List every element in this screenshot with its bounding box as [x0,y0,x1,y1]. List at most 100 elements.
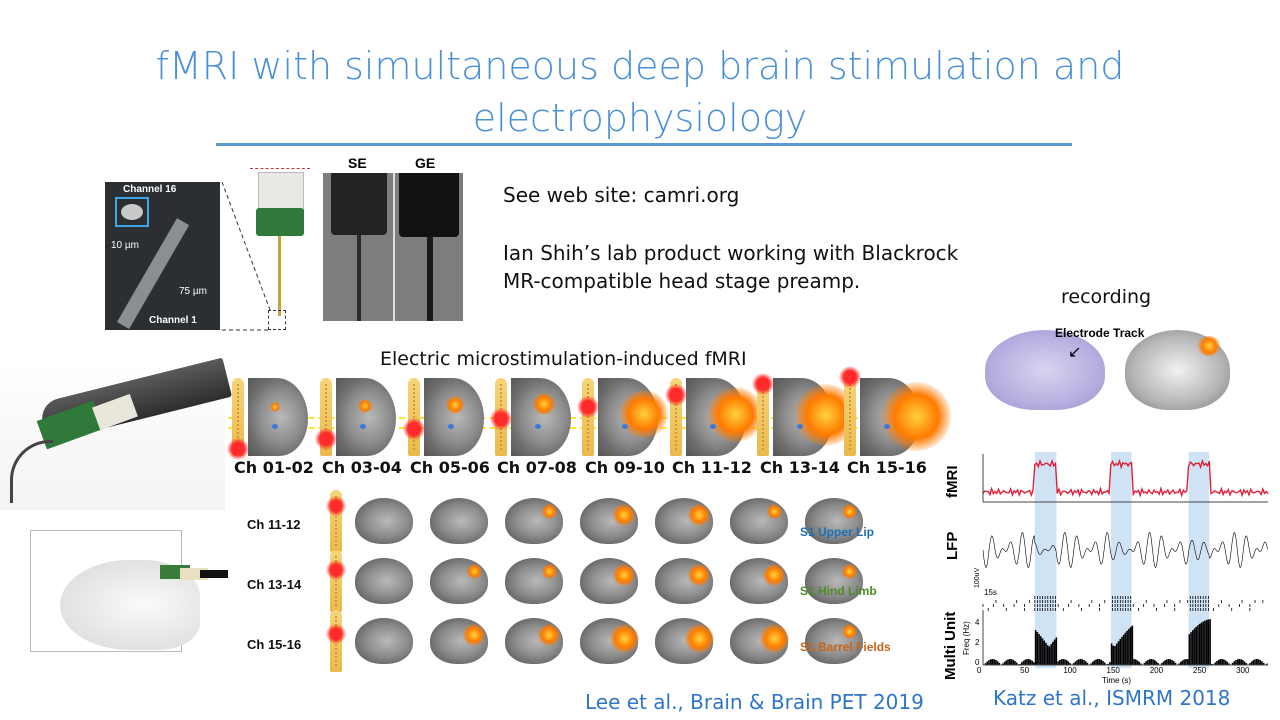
coronal-half-slice [424,378,484,456]
electrode-probe [408,378,420,456]
activation-blob [763,564,785,586]
coronal-half-slice [511,378,571,456]
stim-site-marker [403,418,425,440]
coronal-half-slice [336,378,396,456]
arrow-icon: ↙ [1068,344,1082,361]
lfp-trace-label: LFP [944,531,961,560]
deactivation-spot [535,424,541,429]
channel-label: Ch 11-12 [672,458,752,477]
activation-blob [533,393,555,415]
deactivation-spot [272,424,278,429]
freq-axis-label: Freq (Hz) [962,621,971,655]
coronal-slice [430,498,488,544]
freq-tick: 2 [975,638,980,647]
deactivation-spot [710,424,716,429]
deactivation-spot [797,424,803,429]
stim-site-marker [839,366,861,388]
activation-blob [609,624,639,653]
coronal-slice [355,558,413,604]
time-tick: 0 [977,666,982,675]
scale-s-label: 15s [984,588,997,597]
activation-blob [466,564,482,579]
inset-box [115,197,149,227]
activation-blob [463,624,485,646]
activation-blob [841,624,857,639]
channel-label: Ch 03-04 [322,458,402,477]
histology-slice [985,330,1105,410]
region-label: S1 Hind Limb [800,584,877,598]
coronal-half-slice [248,378,308,456]
activation-blob [270,402,280,412]
activation-blob [708,387,763,442]
se-label: SE [348,155,367,171]
channel-label: Ch 01-02 [234,458,314,477]
region-label: S1 Upper Lip [800,525,875,539]
activation-blob [613,504,635,526]
channel-fmri-strip [228,375,928,455]
activation-blob [841,504,857,519]
stim-site-marker [326,560,346,580]
recording-mri-slice [1125,330,1230,410]
lab-note-line-2: MR-compatible head stage preamp. [503,269,861,293]
activation-blob [759,624,789,653]
electrode-micrograph: Channel 16 Channel 1 10 µm 75 µm [105,182,220,330]
electrode-probe [232,378,244,456]
ge-label: GE [415,155,436,171]
stim-site-marker [577,396,599,418]
stim-site-marker [315,428,337,450]
title-line-2: electrophysiology [472,96,808,140]
stim-site-marker [490,408,512,430]
activation-blob [613,564,635,586]
row-label: Ch 13-14 [247,577,302,592]
time-tick: 150 [1106,666,1120,675]
multi-unit-label: Multi Unit [942,611,959,680]
channel-1-label: Channel 1 [149,315,197,326]
coronal-slice [355,618,413,664]
time-tick: 300 [1236,666,1250,675]
deactivation-spot [448,424,454,429]
region-label: S1 Barrel Fields [800,640,891,654]
row-label: Ch 15-16 [247,637,302,652]
freq-tick: 0 [975,658,980,667]
scale-uv-label: 100uV [974,567,981,588]
citation-right: Katz et al., ISMRM 2018 [993,686,1231,710]
rat-setup-illustration [20,520,228,660]
scale-75um: 75 µm [179,286,207,297]
stim-site-marker [752,373,774,395]
time-tick: 250 [1192,666,1207,675]
activation-blob [841,564,857,579]
row-label: Ch 11-12 [247,517,301,532]
channel-16-label: Channel 16 [123,184,177,195]
electrode-probe [844,378,856,456]
activation-blob [541,564,557,579]
stim-heading: Electric microstimulation-induced fMRI [380,348,747,370]
slide-title: fMRI with simultaneous deep brain stimul… [140,40,1140,144]
activation-blob [541,504,557,519]
time-tick: 50 [1020,666,1030,675]
activation-blob [446,396,464,414]
channel-label: Ch 05-06 [410,458,490,477]
coronal-slice [355,498,413,544]
stim-site-marker [227,438,249,460]
website-note: See web site: camri.org [503,183,740,207]
lab-note-line-1: Ian Shih’s lab product working with Blac… [503,241,959,265]
activation-blob [688,504,710,526]
activation-blob [620,390,668,438]
time-tick: 100 [1063,666,1077,675]
title-line-1: fMRI with simultaneous deep brain stimul… [155,44,1125,88]
electrode-probe [757,378,769,456]
stim-site-marker [326,496,346,516]
time-axis-label: Time (s) [1102,676,1132,685]
connector-photo [250,168,310,330]
fmri-trace-label: fMRI [944,465,961,499]
freq-tick: 4 [975,618,980,627]
citation-left: Lee et al., Brain & Brain PET 2019 [585,690,924,714]
activation-blob [766,504,782,519]
activation-blob [688,564,710,586]
deactivation-spot [360,424,366,429]
channel-label: Ch 09-10 [585,458,665,477]
title-underline [216,143,1072,146]
recording-traces [982,452,1269,668]
channel-label: Ch 15-16 [847,458,927,477]
activation-blob [538,624,560,646]
